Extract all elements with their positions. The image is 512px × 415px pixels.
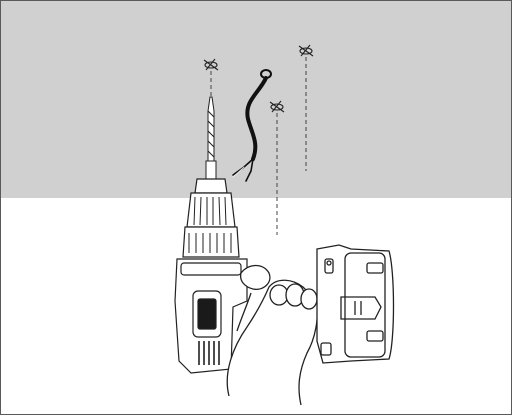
power-drill bbox=[175, 179, 247, 373]
ceiling-fill bbox=[1, 1, 511, 198]
battery-pack bbox=[317, 245, 394, 363]
